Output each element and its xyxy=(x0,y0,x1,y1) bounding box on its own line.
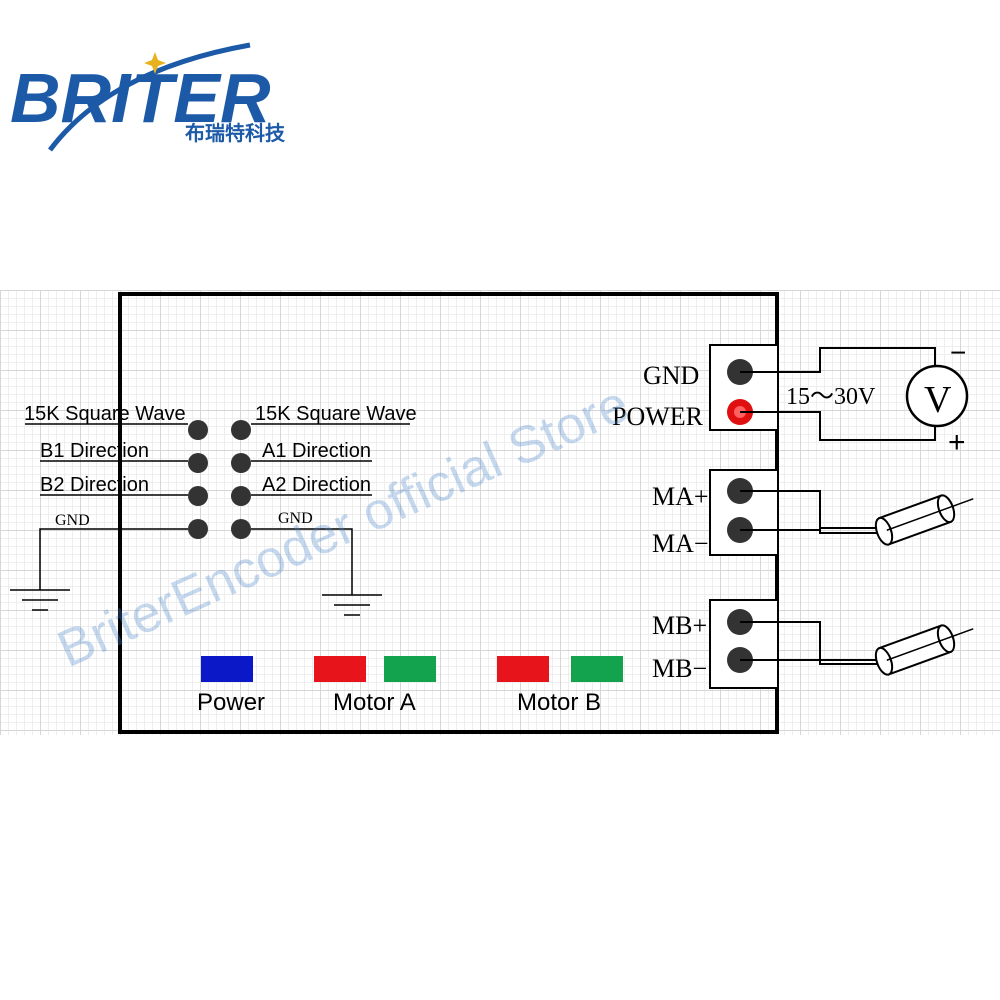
motor-a-terminal-block: MA+ MA− xyxy=(652,469,779,558)
pin-label-left-2: B1 Direction xyxy=(40,440,149,462)
motor-b-led-red xyxy=(497,656,549,682)
supply-wiring xyxy=(740,347,936,441)
pin-header: 15K Square Wave B1 Direction B2 Directio… xyxy=(10,403,417,616)
pin-label-left-4: GND xyxy=(55,512,90,529)
pin-right-3 xyxy=(231,486,251,506)
pin-left-3 xyxy=(188,486,208,506)
status-leds: Power Motor A Motor B xyxy=(197,656,623,716)
terminal-label-ma-minus: MA− xyxy=(652,529,709,558)
pin-label-right-4: GND xyxy=(278,510,313,527)
ground-symbol-left xyxy=(10,589,70,611)
power-led-label: Power xyxy=(197,689,265,716)
terminal-label-ma-plus: MA+ xyxy=(652,482,709,511)
motor-a-led-red xyxy=(314,656,366,682)
pin-left-2 xyxy=(188,453,208,473)
logo-star xyxy=(144,52,166,74)
pin-label-right-2: A1 Direction xyxy=(262,440,371,462)
motor-a-led-label: Motor A xyxy=(333,689,416,716)
pin-label-right-3: A2 Direction xyxy=(262,474,371,496)
supply-range-label: 15～30V xyxy=(786,384,876,410)
logo-swoosh xyxy=(48,42,251,152)
pin-left-1 xyxy=(188,420,208,440)
logo-subtitle: 布瑞特科技 xyxy=(185,121,286,145)
terminal-label-mb-plus: MB+ xyxy=(652,611,707,640)
pin-label-right-1: 15K Square Wave xyxy=(255,403,417,425)
motor-a-icon xyxy=(874,494,974,546)
motor-b-icon xyxy=(874,624,974,676)
supply-plus-sign: + xyxy=(948,426,966,459)
motor-b-led-label: Motor B xyxy=(517,689,601,716)
ground-symbol-right xyxy=(322,594,382,616)
motor-b-led-green xyxy=(571,656,623,682)
motor-a-led-green xyxy=(384,656,436,682)
pin-label-left-3: B2 Direction xyxy=(40,474,149,496)
motor-a-wiring xyxy=(740,490,880,534)
voltmeter-icon xyxy=(905,364,969,428)
pin-label-left-1: 15K Square Wave xyxy=(24,403,186,425)
voltmeter-symbol: V xyxy=(924,379,952,421)
logo-brand: BRITER xyxy=(10,59,271,137)
terminal-label-mb-minus: MB− xyxy=(652,654,707,683)
power-terminal-block: GND POWER xyxy=(612,344,779,431)
motor-b-terminal-block: MB+ MB− xyxy=(652,599,779,689)
briter-logo: BRITER 布瑞特科技 xyxy=(10,42,286,152)
pin-left-4 xyxy=(188,519,208,539)
terminal-label-power: POWER xyxy=(612,402,704,431)
motor-b-wiring xyxy=(740,621,880,665)
pin-right-2 xyxy=(231,453,251,473)
terminal-label-gnd: GND xyxy=(643,361,699,390)
pin-right-1 xyxy=(231,420,251,440)
grid-background xyxy=(0,290,1000,735)
power-led xyxy=(201,656,253,682)
pin-right-4 xyxy=(231,519,251,539)
supply-minus-sign: − xyxy=(950,337,966,368)
